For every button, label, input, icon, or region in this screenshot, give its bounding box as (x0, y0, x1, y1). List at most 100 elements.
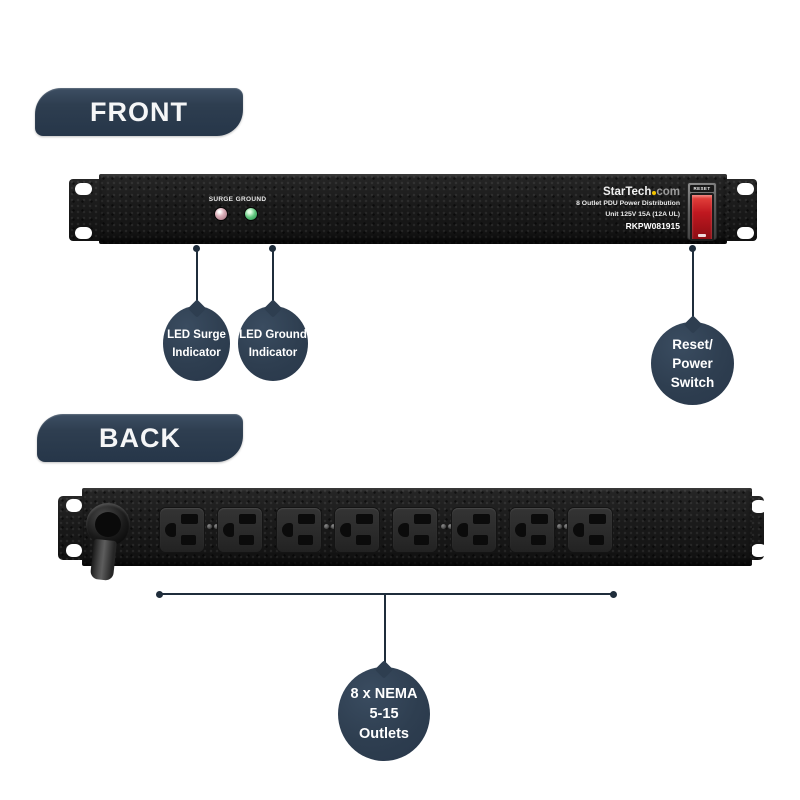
brand-logo: StarTech com (576, 186, 680, 199)
front-section-label-text: FRONT (90, 96, 188, 127)
screw (557, 524, 563, 529)
callout-tip (374, 660, 394, 679)
outlet-slot (297, 535, 313, 545)
mounting-hole (75, 227, 92, 239)
nema-outlet (218, 508, 263, 552)
leader-dot-ground (269, 245, 276, 252)
screw (323, 524, 329, 529)
switch-rocker (690, 193, 714, 241)
callout-outlets-line2: 5-15 (369, 706, 399, 722)
mounting-hole (751, 500, 767, 513)
outlet-slot (355, 535, 371, 545)
callout-reset-line1: Reset/ (672, 337, 713, 352)
outlet-ground-hole (514, 523, 526, 537)
screw (207, 524, 213, 529)
screw (440, 524, 446, 529)
ground-led-label: GROUND (235, 196, 267, 203)
product-description-line2: Unit 125V 15A (12A UL) (605, 210, 680, 218)
screw (564, 524, 570, 529)
outlet-slot (239, 535, 255, 545)
leader-line-outlets (384, 595, 386, 669)
callout-ground-line1: LED Ground (239, 328, 307, 341)
callout-nema-outlets: 8 x NEMA 5-15 Outlets (338, 660, 430, 761)
callout-outlets-line1: 8 x NEMA (350, 686, 418, 702)
screw (214, 524, 220, 529)
switch-reset-label: RESET (690, 185, 714, 192)
callout-surge-line1: LED Surge (167, 328, 226, 341)
brand-name: StarTech (602, 186, 652, 198)
front-section-label: FRONT (35, 88, 243, 136)
nema-outlet (509, 508, 554, 552)
outlet-ground-hole (573, 523, 585, 537)
rocker-mark (698, 234, 706, 237)
leader-line-ground (272, 249, 274, 308)
callout-ground-line2: Indicator (248, 346, 298, 359)
front-faceplate: SURGE GROUND StarTech com 8 Outlet PDU Po… (99, 174, 727, 244)
callout-surge-line2: Indicator (172, 346, 221, 359)
outlet-ground-hole (339, 523, 351, 537)
mounting-hole (75, 183, 92, 195)
callout-tip (683, 315, 702, 334)
outlet-slot (589, 514, 607, 524)
leader-line-reset (692, 249, 694, 324)
callout-surge-indicator: LED Surge Indicator (163, 299, 230, 381)
front-rack-ear-left (69, 179, 101, 241)
outlet-ground-hole (456, 523, 468, 537)
callout-reset-line3: Switch (670, 375, 715, 390)
brand-dot-icon (651, 191, 656, 195)
model-number: RKPW081915 (625, 221, 680, 231)
front-rack-ear-right (725, 179, 757, 241)
nema-outlet (393, 508, 438, 552)
nema-outlet (568, 508, 613, 552)
screw (330, 524, 336, 529)
callout-outlets-line3: Outlets (359, 726, 409, 742)
outlet-strip (82, 488, 752, 566)
nema-outlet (160, 508, 204, 552)
back-rack-ear-left (58, 496, 86, 560)
callout-tip (187, 299, 206, 318)
outlet-slot (530, 535, 546, 545)
power-cord-gland (86, 503, 130, 546)
outlet-slot (472, 535, 488, 545)
outlet-slot (239, 514, 257, 524)
outlet-ground-hole (223, 523, 235, 537)
product-description-line1: 8 Outlet PDU Power Distribution (576, 200, 680, 207)
leader-dot-surge (193, 245, 200, 252)
outlet-slot (181, 535, 196, 545)
leader-dot-outlets-left (156, 591, 163, 598)
outlet-ground-hole (398, 523, 410, 537)
brand-tld: com (656, 186, 680, 198)
power-cord (89, 538, 117, 581)
back-section-label: BACK (37, 414, 243, 462)
nema-outlet (451, 508, 496, 552)
surge-led-icon (214, 207, 228, 221)
mounting-hole (66, 499, 82, 512)
outlet-slot (530, 514, 548, 524)
outlet-slot (414, 535, 430, 545)
surge-led-label: SURGE (208, 196, 234, 203)
outlet-slot (181, 514, 198, 524)
ground-led-icon (244, 207, 258, 221)
ground-led-group: GROUND (234, 196, 268, 221)
outlet-ground-hole (165, 523, 176, 537)
surge-led-group: SURGE (204, 196, 238, 221)
leader-line-surge (196, 249, 198, 308)
pdu-front-view: SURGE GROUND StarTech com 8 Outlet PDU Po… (69, 174, 757, 244)
back-faceplate (82, 488, 752, 566)
outlet-slot (589, 535, 605, 545)
callout-reset-line2: Power (672, 356, 713, 371)
mounting-hole (751, 544, 767, 557)
reset-power-switch: RESET (687, 182, 717, 241)
mounting-hole (737, 183, 754, 195)
outlet-slot (414, 514, 432, 524)
pdu-back-view (58, 488, 767, 580)
front-panel-text: StarTech com 8 Outlet PDU Power Distribut… (576, 186, 680, 232)
outlet-slot (355, 514, 373, 524)
mounting-hole (66, 544, 82, 557)
callout-ground-indicator: LED Ground Indicator (238, 299, 308, 381)
nema-outlet (276, 508, 321, 552)
leader-span-line-outlets (160, 593, 614, 595)
leader-dot-reset (689, 245, 696, 252)
mounting-hole (737, 227, 754, 239)
outlet-slot (297, 514, 315, 524)
